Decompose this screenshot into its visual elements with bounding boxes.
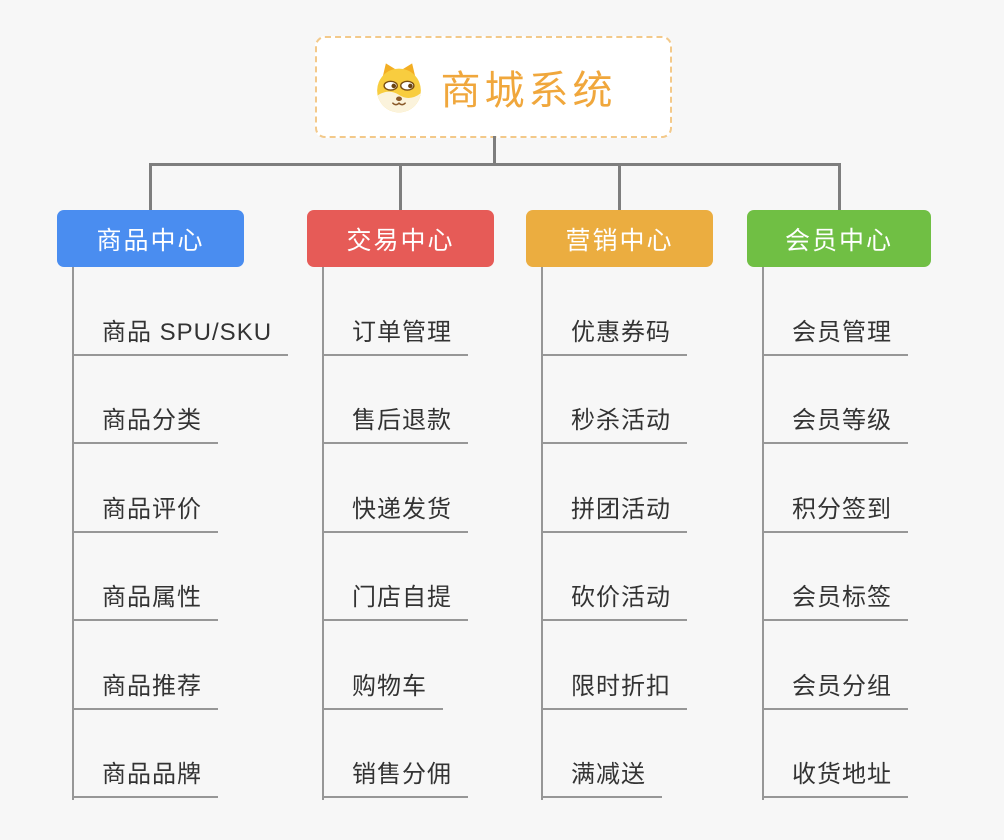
branch-trunk-connector bbox=[541, 267, 543, 800]
leaf-label: 商品推荐 bbox=[72, 671, 218, 710]
leaf-node[interactable]: 会员等级 bbox=[762, 405, 908, 444]
leaf-node[interactable]: 限时折扣 bbox=[541, 671, 687, 710]
leaf-node[interactable]: 满减送 bbox=[541, 759, 662, 798]
branch-stub-connector bbox=[837, 163, 841, 211]
branch-trunk-connector bbox=[762, 267, 764, 800]
leaf-label: 售后退款 bbox=[322, 405, 468, 444]
leaf-label: 限时折扣 bbox=[541, 671, 687, 710]
branch-node-1[interactable]: 交易中心 bbox=[307, 210, 494, 267]
leaf-node[interactable]: 快递发货 bbox=[322, 494, 468, 533]
branch-stub-connector bbox=[399, 163, 402, 211]
leaf-label: 门店自提 bbox=[322, 582, 468, 621]
leaf-label: 商品评价 bbox=[72, 494, 218, 533]
leaf-node[interactable]: 会员标签 bbox=[762, 582, 908, 621]
doge-icon bbox=[371, 59, 427, 115]
leaf-node[interactable]: 会员管理 bbox=[762, 317, 908, 356]
root-trunk-connector bbox=[493, 136, 496, 166]
branch-label: 商品中心 bbox=[96, 226, 205, 255]
leaf-label: 优惠券码 bbox=[541, 317, 687, 356]
leaf-label: 满减送 bbox=[541, 759, 662, 798]
branch-trunk-connector bbox=[322, 267, 324, 800]
leaf-node[interactable]: 售后退款 bbox=[322, 405, 468, 444]
leaf-label: 销售分佣 bbox=[322, 759, 468, 798]
leaf-label: 订单管理 bbox=[322, 317, 468, 356]
leaf-node[interactable]: 拼团活动 bbox=[541, 494, 687, 533]
branch-trunk-connector bbox=[72, 267, 74, 800]
leaf-node[interactable]: 商品评价 bbox=[72, 494, 218, 533]
branch-label: 会员中心 bbox=[784, 226, 893, 255]
leaf-label: 砍价活动 bbox=[541, 582, 687, 621]
leaf-label: 积分签到 bbox=[762, 494, 908, 533]
leaf-node[interactable]: 商品属性 bbox=[72, 582, 218, 621]
leaf-node[interactable]: 商品推荐 bbox=[72, 671, 218, 710]
leaf-node[interactable]: 秒杀活动 bbox=[541, 405, 687, 444]
leaf-label: 快递发货 bbox=[322, 494, 468, 533]
branch-label: 交易中心 bbox=[346, 226, 455, 255]
leaf-node[interactable]: 砍价活动 bbox=[541, 582, 687, 621]
branch-node-0[interactable]: 商品中心 bbox=[57, 210, 244, 267]
root-node[interactable]: 商城系统 bbox=[315, 36, 672, 138]
leaf-node[interactable]: 销售分佣 bbox=[322, 759, 468, 798]
branch-stub-connector bbox=[149, 163, 152, 211]
leaf-label: 会员标签 bbox=[762, 582, 908, 621]
branch-node-3[interactable]: 会员中心 bbox=[747, 210, 931, 267]
leaf-node[interactable]: 商品 SPU/SKU bbox=[72, 317, 289, 356]
branch-label: 营销中心 bbox=[565, 226, 674, 255]
leaf-label: 商品 SPU/SKU bbox=[72, 317, 289, 356]
leaf-label: 购物车 bbox=[322, 671, 443, 710]
leaf-node[interactable]: 商品分类 bbox=[72, 405, 218, 444]
leaf-label: 商品属性 bbox=[72, 582, 218, 621]
leaf-node[interactable]: 优惠券码 bbox=[541, 317, 687, 356]
leaf-label: 商品分类 bbox=[72, 405, 218, 444]
root-title: 商城系统 bbox=[440, 69, 617, 113]
leaf-label: 会员分组 bbox=[762, 671, 908, 710]
leaf-node[interactable]: 收货地址 bbox=[762, 759, 908, 798]
leaf-label: 会员管理 bbox=[762, 317, 908, 356]
leaf-label: 商品品牌 bbox=[72, 759, 218, 798]
leaf-label: 会员等级 bbox=[762, 405, 908, 444]
branch-stub-connector bbox=[618, 163, 621, 211]
leaf-node[interactable]: 会员分组 bbox=[762, 671, 908, 710]
leaf-node[interactable]: 购物车 bbox=[322, 671, 443, 710]
leaf-node[interactable]: 积分签到 bbox=[762, 494, 908, 533]
leaf-node[interactable]: 门店自提 bbox=[322, 582, 468, 621]
leaf-node[interactable]: 订单管理 bbox=[322, 317, 468, 356]
leaf-label: 拼团活动 bbox=[541, 494, 687, 533]
branch-bus-connector bbox=[149, 163, 840, 166]
leaf-node[interactable]: 商品品牌 bbox=[72, 759, 218, 798]
leaf-label: 秒杀活动 bbox=[541, 405, 687, 444]
leaf-label: 收货地址 bbox=[762, 759, 908, 798]
branch-node-2[interactable]: 营销中心 bbox=[526, 210, 713, 267]
